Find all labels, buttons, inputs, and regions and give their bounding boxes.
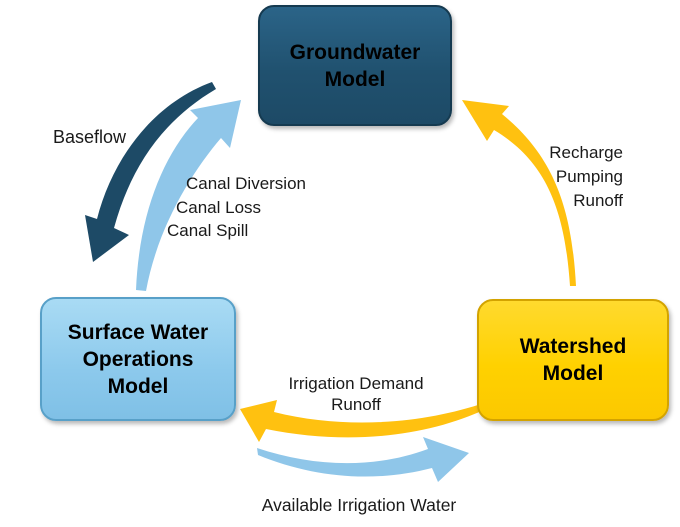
edge-label-available-irrigation-water: Available Irrigation Water xyxy=(261,495,457,515)
node-watershed-model: Watershed Model xyxy=(477,299,669,421)
baseflow-arrow xyxy=(85,82,216,262)
edge-label-canal-spill: Canal Spill xyxy=(167,221,249,240)
available-water-arrow xyxy=(257,437,469,482)
irrigation-demand-arrow xyxy=(240,400,486,442)
recharge-arrow xyxy=(462,100,576,286)
edge-label-recharge-pumping-runoff: Recharge Pumping Runoff xyxy=(549,143,623,210)
canal-arrow xyxy=(136,100,241,291)
edge-label-canal-diversion: Canal Diversion xyxy=(186,174,306,193)
edge-label-irrigation-demand-runoff: Irrigation Demand Runoff xyxy=(288,374,424,414)
node-surface-water-operations-model: Surface Water Operations Model xyxy=(40,297,236,421)
edge-label-canal-loss: Canal Loss xyxy=(176,198,262,217)
node-groundwater-model: Groundwater Model xyxy=(258,5,452,126)
edge-label-baseflow: Baseflow xyxy=(53,127,127,147)
